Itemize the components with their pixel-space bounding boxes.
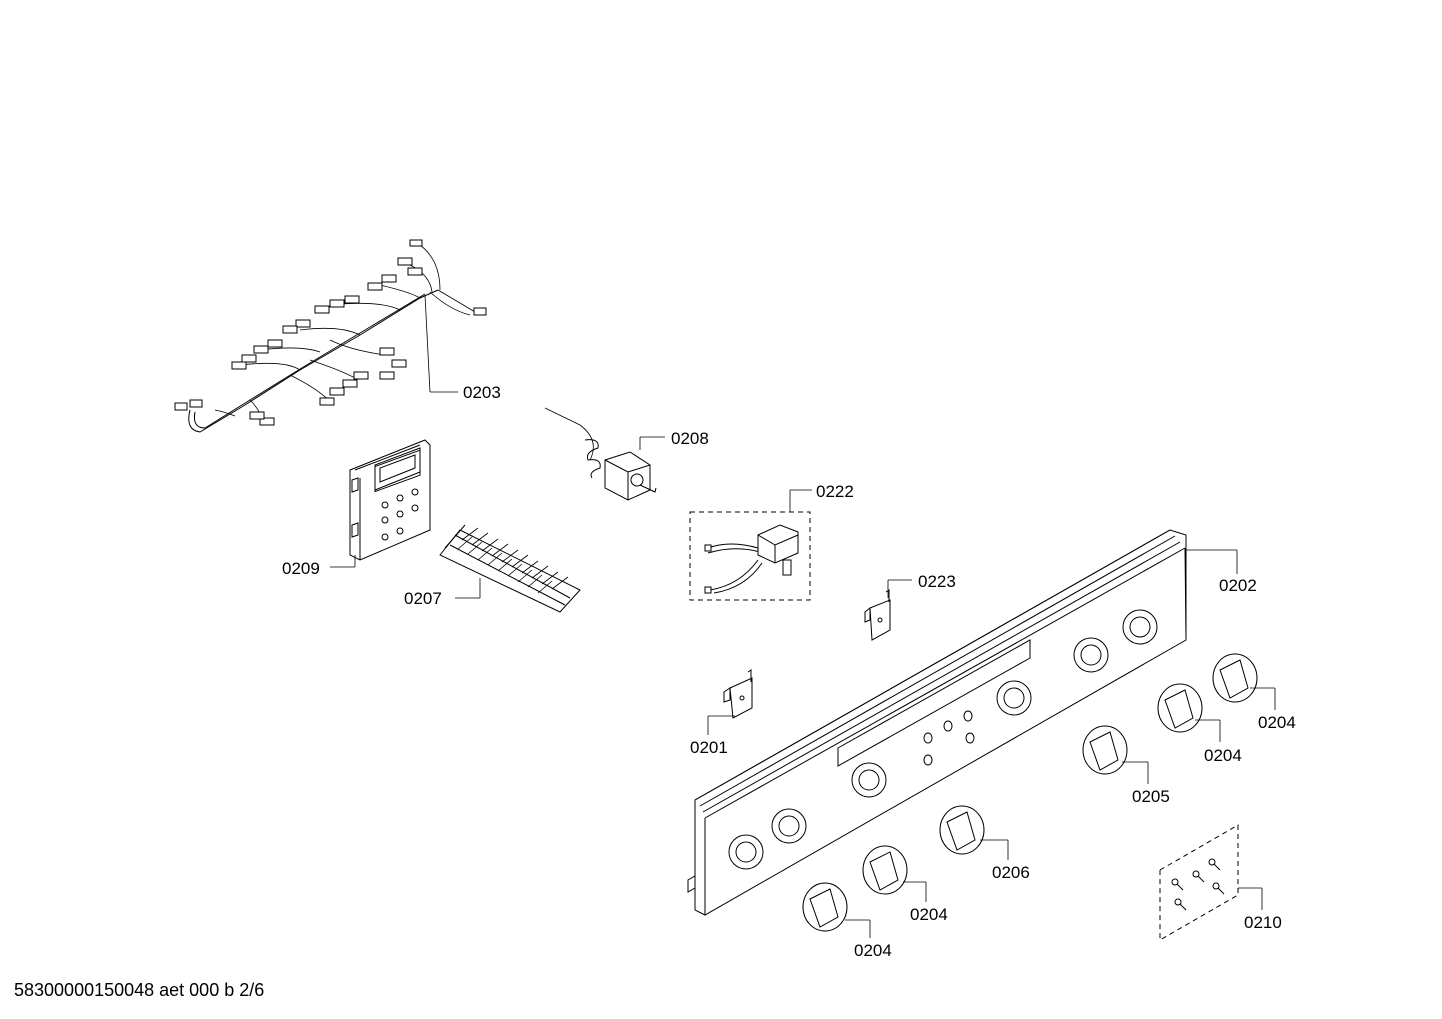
label-0206: 0206 (992, 863, 1030, 882)
label-0201: 0201 (690, 738, 728, 757)
label-0203: 0203 (463, 383, 501, 402)
part-0223-bracket (864, 579, 912, 641)
label-0210: 0210 (1244, 913, 1282, 932)
label-0202: 0202 (1219, 576, 1257, 595)
label-0204-c: 0204 (910, 905, 948, 924)
knob-0205 (1082, 725, 1149, 784)
knob-0206 (939, 805, 1009, 860)
part-0208-thermostat (544, 407, 665, 501)
part-0202-control-panel (687, 529, 1238, 916)
knob-0204-upper-right (1212, 653, 1276, 710)
label-0207: 0207 (404, 589, 442, 608)
part-0210-screw-set (1159, 824, 1263, 941)
knob-0204-lower-middle (862, 845, 927, 902)
knob-0204-lower-left (802, 882, 871, 938)
part-0209-control-module (330, 439, 431, 568)
document-id: 58300000150048 aet 000 b 2/6 (14, 980, 265, 1000)
label-0209: 0209 (282, 559, 320, 578)
part-0222-switch-assembly (689, 489, 812, 601)
label-0204-a: 0204 (1258, 713, 1296, 732)
label-0222: 0222 (816, 482, 854, 501)
label-0204-d: 0204 (854, 941, 892, 960)
label-0204-b: 0204 (1204, 746, 1242, 765)
part-0203-wiring-harness (174, 239, 487, 433)
part-0201-bracket (707, 669, 753, 735)
part-0207-element-rack (439, 524, 581, 613)
knob-0204-upper-middle (1157, 683, 1221, 742)
label-0205: 0205 (1132, 787, 1170, 806)
label-0223: 0223 (918, 572, 956, 591)
label-0208: 0208 (671, 429, 709, 448)
